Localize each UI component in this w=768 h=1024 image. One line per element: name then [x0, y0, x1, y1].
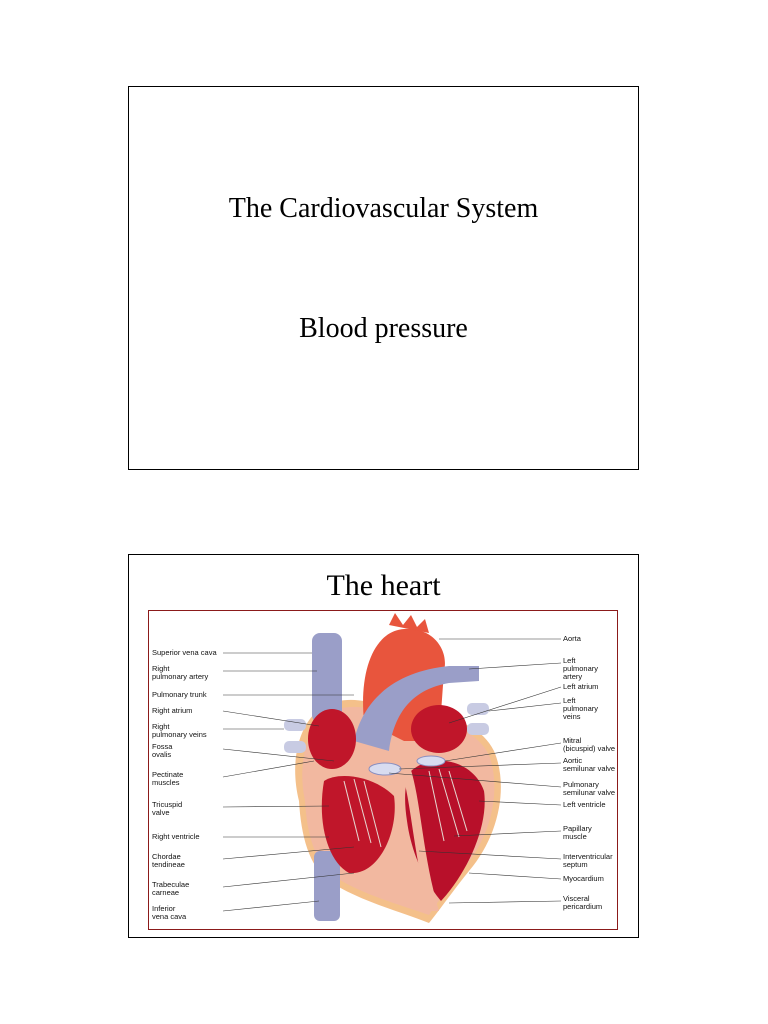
mitral-valve-shape: [416, 755, 446, 767]
left-atrium-shape: [411, 705, 467, 753]
label-right-pulmonary-veins: Right pulmonary veins: [152, 722, 207, 739]
aortic-branches-shape: [389, 613, 429, 633]
right-ventricle-shape: [321, 776, 395, 874]
aortic-valve-shape: [368, 762, 402, 776]
right-atrium-shape: [308, 709, 356, 769]
pulmonary-trunk-shape: [354, 666, 479, 751]
slide-title: The heart: [326, 569, 441, 602]
label-aorta: Aorta: [563, 634, 581, 643]
label-left-atrium: Left atrium: [563, 682, 599, 691]
label-inferior-vena-cava: Inferior vena cava: [152, 904, 187, 921]
heart-slide: The heart: [128, 554, 639, 938]
label-aortic-semilunar-valve: Aortic semilunar valve: [563, 756, 616, 773]
label-papillary-muscle: Papillary muscle: [563, 824, 592, 841]
label-pulmonary-semilunar-valve: Pulmonary semilunar valve: [563, 780, 616, 797]
label-superior-vena-cava: Superior vena cava: [152, 648, 217, 657]
label-right-ventricle: Right ventricle: [152, 832, 200, 841]
inferior-vena-cava-shape: [314, 851, 340, 921]
heart-illustration: [222, 613, 562, 923]
left-pulmonary-vein-shape: [467, 723, 489, 735]
right-pulmonary-vein-shape: [284, 741, 306, 753]
slide-title: The Cardiovascular System: [228, 193, 539, 224]
label-pulmonary-trunk: Pulmonary trunk: [152, 690, 207, 699]
label-interventricular-septum: Interventricular septum: [563, 852, 613, 869]
label-trabeculae-carneae: Trabeculae carneae: [152, 880, 190, 897]
label-left-pulmonary-veins: Left pulmonary veins: [563, 696, 599, 721]
label-mitral-valve: Mitral (bicuspid) valve: [563, 736, 616, 753]
right-pulmonary-vein-shape: [284, 719, 306, 731]
label-fossa-ovalis: Fossa ovalis: [152, 742, 173, 759]
label-left-pulmonary-artery: Left pulmonary artery: [563, 656, 599, 681]
title-slide: The Cardiovascular System Blood pressure: [128, 86, 639, 470]
heart-diagram: Superior vena cava Right pulmonary arter…: [148, 610, 618, 930]
superior-vena-cava-shape: [312, 633, 342, 723]
label-tricuspid-valve: Tricuspid valve: [152, 800, 183, 817]
left-pulmonary-vein-shape: [467, 703, 489, 715]
label-chordae-tendineae: Chordae tendineae: [152, 852, 185, 869]
label-left-ventricle: Left ventricle: [563, 800, 606, 809]
chordae-tendineae-shape: [343, 768, 468, 848]
slide-subtitle: Blood pressure: [299, 313, 468, 344]
label-myocardium: Myocardium: [563, 874, 604, 883]
right-leader-lines: [388, 638, 562, 904]
label-right-pulmonary-artery: Right pulmonary artery: [152, 664, 209, 681]
interventricular-septum-shape: [397, 759, 439, 911]
left-leader-lines: [222, 652, 355, 912]
label-right-atrium: Right atrium: [152, 706, 193, 715]
label-pectinate-muscles: Pectinate muscles: [152, 770, 184, 787]
label-visceral-pericardium: Visceral pericardium: [563, 894, 603, 911]
